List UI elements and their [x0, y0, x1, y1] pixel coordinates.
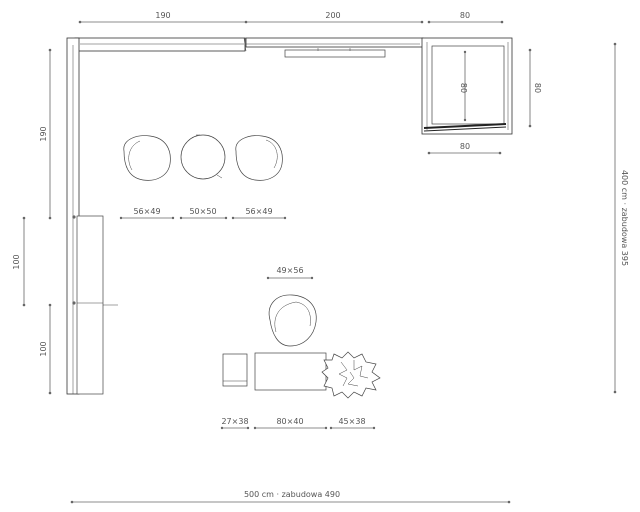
bench-left — [72, 215, 118, 395]
dim-left-mid: 100 — [12, 216, 26, 307]
corner-cabinet: 80 — [421, 37, 513, 135]
dim-left-low: 100 — [39, 303, 52, 395]
dim-left-upper: 190 — [39, 48, 52, 220]
lounge-chair: 49×56 — [266, 266, 317, 347]
desk: 80×40 — [253, 352, 328, 430]
dim-cabinet-bottom: 80 — [427, 142, 502, 155]
stool-b: 50×50 — [179, 134, 228, 220]
plant: 45×38 — [321, 351, 381, 430]
dim-left-mid-label: 100 — [12, 254, 21, 269]
stool-c: 56×49 — [231, 135, 287, 220]
dim-top-right: 80 — [427, 11, 504, 24]
dim-top-middle: 200 — [246, 11, 424, 24]
dim-total-width: 500 cm · zabudowa 490 — [70, 490, 511, 504]
cabinet-right-label: 80 — [533, 83, 542, 93]
dim-cabinet-right: 80 — [528, 48, 542, 128]
side-table: 27×38 — [220, 353, 250, 430]
plant-label: 45×38 — [338, 417, 365, 426]
cabinet-inner-label: 80 — [459, 83, 468, 93]
stool-c-label: 56×49 — [245, 207, 272, 216]
desk-label: 80×40 — [276, 417, 303, 426]
stool-a-label: 56×49 — [133, 207, 160, 216]
dim-top-left-label: 190 — [155, 11, 170, 20]
dim-total-height-label: 400 cm · zabudowa 395 — [620, 170, 629, 266]
chair-label: 49×56 — [276, 266, 303, 275]
dim-top-middle-label: 200 — [325, 11, 340, 20]
dim-top-left: 190 — [78, 11, 248, 24]
side-table-label: 27×38 — [221, 417, 248, 426]
dim-top-right-label: 80 — [460, 11, 470, 20]
stool-b-label: 50×50 — [189, 207, 216, 216]
dim-left-low-label: 100 — [39, 341, 48, 356]
counter-top — [74, 37, 424, 58]
cabinet-bottom-label: 80 — [460, 142, 470, 151]
stool-a: 56×49 — [119, 135, 175, 220]
dim-total-width-label: 500 cm · zabudowa 490 — [244, 490, 340, 499]
dim-left-upper-label: 190 — [39, 126, 48, 141]
dim-total-height: 400 cm · zabudowa 395 — [613, 42, 629, 394]
